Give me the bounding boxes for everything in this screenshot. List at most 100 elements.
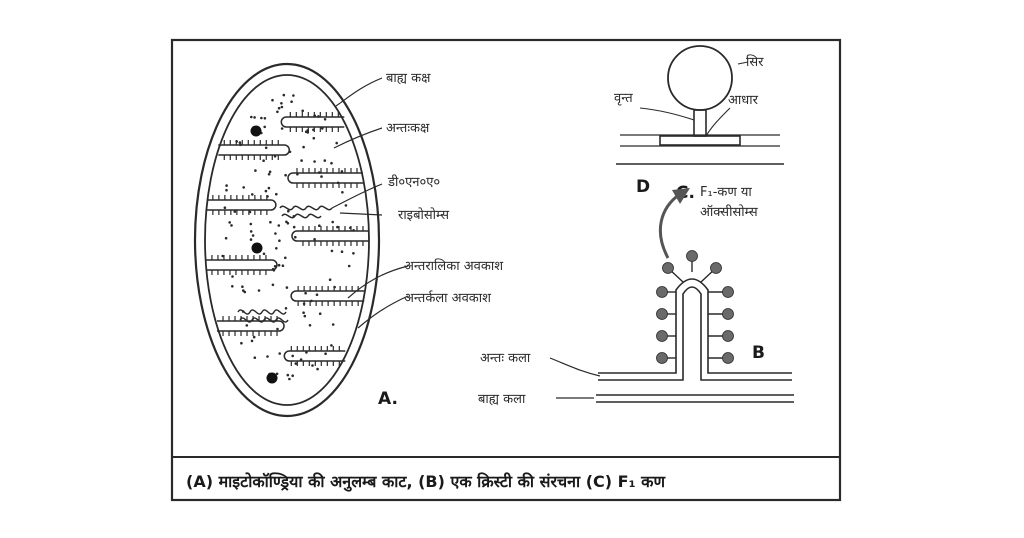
matrix-granule <box>250 115 253 119</box>
dna-granule <box>266 372 278 384</box>
matrix-granule <box>316 367 319 371</box>
matrix-granule <box>267 186 271 190</box>
f1-head-b <box>722 352 734 364</box>
matrix-granule <box>266 355 269 358</box>
dna-granule <box>250 125 262 137</box>
label-outer-membrane: बाह्य कला <box>478 392 526 407</box>
matrix-granule <box>335 141 339 145</box>
matrix-granule <box>238 141 242 144</box>
matrix-granule <box>262 159 265 162</box>
matrix-granule <box>271 98 274 102</box>
figure-caption: (A) माइटोकॉण्ड्रिया की अनुलम्ब काट, (B) … <box>186 472 666 492</box>
matrix-granule <box>254 169 257 172</box>
matrix-granule <box>341 191 344 194</box>
label-outer-chamber: बाह्य कक्ष <box>386 71 431 86</box>
matrix-granule <box>231 275 234 278</box>
matrix-granule <box>249 222 253 226</box>
matrix-granule <box>290 100 293 103</box>
matrix-granules <box>221 93 355 381</box>
matrix-granule <box>286 373 290 377</box>
matrix-granule <box>340 250 344 253</box>
inner-membrane-a <box>204 74 370 406</box>
matrix-granule <box>287 209 290 213</box>
matrix-granule <box>328 278 332 282</box>
matrix-granule <box>311 364 314 367</box>
matrix-granule <box>344 204 348 207</box>
matrix-granule <box>284 173 287 177</box>
label-f1-particle-line2: ऑक्सीसोम्स <box>700 204 758 220</box>
matrix-granule <box>340 170 344 173</box>
matrix-granule <box>262 252 266 256</box>
matrix-granule <box>330 344 333 347</box>
leader-lines-a <box>331 77 409 329</box>
matrix-granule <box>263 125 267 129</box>
matrix-granule <box>245 324 249 327</box>
dna-coil <box>279 205 333 219</box>
matrix-granule <box>291 374 295 378</box>
matrix-granule <box>253 356 257 360</box>
f1-head-b <box>686 250 698 262</box>
label-base: आधार <box>728 93 759 108</box>
matrix-granule <box>233 210 237 213</box>
matrix-granule <box>263 117 267 120</box>
matrix-granule <box>296 172 299 176</box>
label-f1-particle-line1: F₁-कण या <box>700 185 752 200</box>
matrix-granule <box>301 109 305 113</box>
figure-frame <box>170 38 842 502</box>
mitochondrion <box>193 62 381 418</box>
matrix-granule <box>330 161 333 165</box>
f1-particle-detail <box>616 45 784 165</box>
matrix-granule <box>249 238 253 241</box>
matrix-granule <box>276 110 279 114</box>
matrix-granule <box>331 220 335 224</box>
label-inner-membrane: अन्तः कला <box>480 351 531 366</box>
curved-arrow <box>658 192 681 259</box>
crista-fold <box>280 116 345 128</box>
label-ribosome: राइबोसोम्स <box>398 207 449 223</box>
matrix-granule <box>321 127 324 130</box>
ribosome-cluster <box>237 309 289 323</box>
f1-head-b <box>656 308 668 320</box>
matrix-granule <box>225 184 228 187</box>
matrix-granule <box>304 130 308 134</box>
f1-head-b <box>722 286 734 298</box>
leader-lines-b <box>549 357 601 399</box>
matrix-granule <box>317 115 320 118</box>
matrix-granule <box>303 314 307 318</box>
matrix-granule <box>313 160 316 163</box>
matrix-granule <box>264 146 268 150</box>
matrix-granule <box>253 116 256 119</box>
matrix-granule <box>302 311 305 315</box>
crista-fold <box>291 230 369 242</box>
matrix-granule <box>292 225 296 229</box>
outer-membrane-a <box>193 62 381 418</box>
matrix-granule <box>285 220 288 224</box>
matrix-granule <box>251 234 255 237</box>
f1-head-b <box>722 330 734 342</box>
matrix-granule <box>260 116 263 120</box>
matrix-granule <box>274 232 277 235</box>
matrix-granule <box>273 155 277 158</box>
crista-fold <box>205 259 278 271</box>
matrix-granule <box>273 265 277 268</box>
matrix-granule <box>264 189 268 193</box>
matrix-granule <box>288 377 291 381</box>
matrix-granule <box>251 193 254 196</box>
crista-structure <box>596 278 794 403</box>
matrix-granule <box>268 170 272 174</box>
cristae-group <box>205 116 369 362</box>
matrix-granule <box>331 323 335 326</box>
matrix-granule <box>267 172 271 176</box>
matrix-granule <box>352 252 355 255</box>
matrix-granule <box>277 224 281 227</box>
f1-particles-a <box>211 112 364 366</box>
matrix-granule <box>275 192 278 196</box>
matrix-granule <box>277 263 281 267</box>
matrix-granule <box>323 118 327 121</box>
matrix-granule <box>271 267 275 271</box>
matrix-granule <box>276 327 279 331</box>
matrix-granule <box>231 285 234 288</box>
crista-fold <box>290 290 365 302</box>
f1-head-b <box>656 330 668 342</box>
